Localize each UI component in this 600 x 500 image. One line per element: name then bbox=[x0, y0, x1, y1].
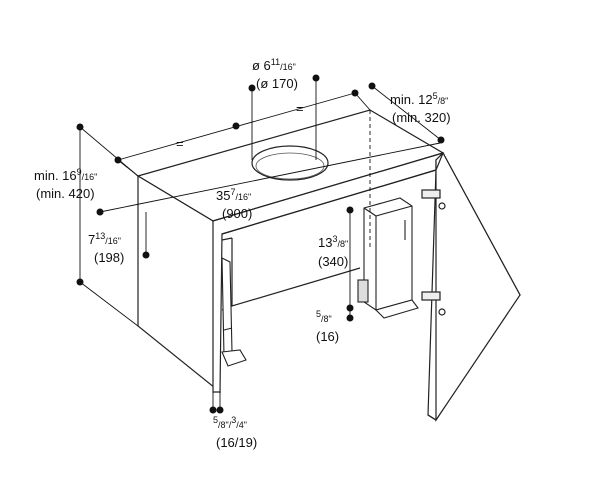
upper-height-in-label: 713/16" bbox=[88, 231, 121, 247]
side-thickness-in-label: 5/8"/3/4" bbox=[213, 415, 247, 430]
upper-hinge-icon bbox=[421, 189, 441, 199]
equal-sign-left: = bbox=[176, 136, 184, 151]
interior-height-in-label: 133/8" bbox=[318, 234, 348, 250]
duct-opening bbox=[251, 145, 329, 181]
hinge-panel bbox=[357, 197, 419, 319]
side-thickness-mm-label: (16/19) bbox=[216, 435, 257, 450]
equal-sign-right: = bbox=[296, 101, 304, 116]
panel-thickness-in-label: 5/8" bbox=[316, 309, 332, 324]
height-in-label: min. 169/16" bbox=[34, 167, 97, 183]
left-inner-panel bbox=[221, 257, 247, 367]
depth-in-label: min. 125/8" bbox=[390, 91, 448, 107]
height-mm-label: (min. 420) bbox=[36, 186, 95, 201]
upper-height-mm-label: (198) bbox=[94, 250, 124, 265]
interior-height-mm-label: (340) bbox=[318, 254, 348, 269]
panel-thickness-mm-label: (16) bbox=[316, 329, 339, 344]
duct-diameter-mm-label: (ø 170) bbox=[256, 76, 298, 91]
width-in-label: 357/16" bbox=[216, 187, 251, 203]
lower-hinge-icon bbox=[421, 291, 441, 301]
dimension-dots bbox=[76, 74, 445, 414]
duct-diameter-in-label: ø 611/16" bbox=[252, 57, 296, 73]
width-mm-label: (900) bbox=[222, 206, 252, 221]
depth-mm-label: (min. 320) bbox=[392, 110, 451, 125]
open-door bbox=[421, 151, 521, 422]
